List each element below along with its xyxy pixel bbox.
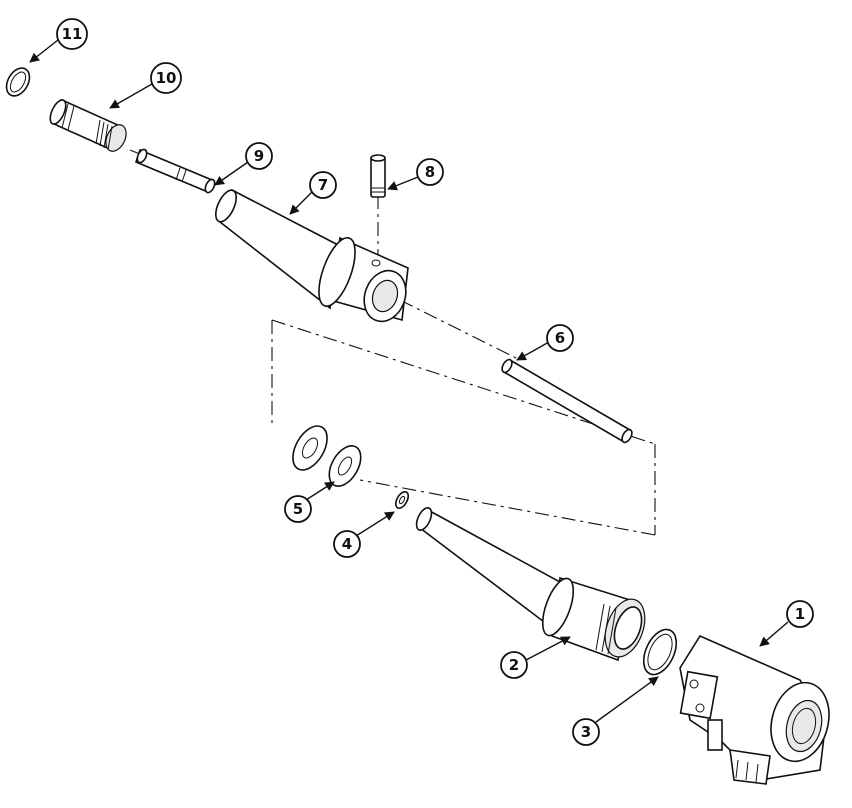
balloon-11: 11 [29, 18, 88, 63]
balloon-1: 1 [759, 600, 814, 647]
svg-text:6: 6 [555, 329, 565, 347]
part-6-rod [501, 358, 633, 444]
svg-text:5: 5 [293, 500, 303, 518]
part-11-o-ring [5, 67, 31, 97]
svg-text:11: 11 [62, 25, 83, 43]
svg-text:10: 10 [156, 69, 177, 87]
part-4-small-washer [394, 491, 410, 509]
svg-text:8: 8 [425, 163, 435, 181]
svg-text:2: 2 [509, 656, 519, 674]
part-3-o-ring [642, 628, 678, 676]
balloon-3: 3 [572, 676, 659, 746]
balloon-8: 8 [387, 158, 444, 191]
balloon-6: 6 [516, 324, 574, 361]
balloon-5: 5 [284, 481, 335, 523]
balloon-9: 9 [214, 142, 273, 186]
balloon-7: 7 [289, 171, 337, 215]
part-5-washers [292, 425, 362, 487]
part-1-housing [679, 634, 830, 785]
svg-text:7: 7 [318, 176, 328, 194]
part-2-cylinder [415, 507, 646, 662]
balloon-4: 4 [333, 511, 395, 558]
svg-text:3: 3 [581, 723, 591, 741]
balloon-10: 10 [109, 62, 182, 109]
part-9-pin [135, 148, 216, 194]
assembly-centerlines [129, 149, 656, 536]
part-8-dowel-pin [370, 154, 386, 198]
part-7-tube-with-collar [214, 188, 409, 323]
balloon-2: 2 [500, 636, 571, 679]
svg-text:9: 9 [254, 147, 264, 165]
svg-text:1: 1 [795, 605, 805, 623]
part-10-threaded-sleeve [49, 98, 127, 152]
svg-text:4: 4 [342, 535, 352, 553]
